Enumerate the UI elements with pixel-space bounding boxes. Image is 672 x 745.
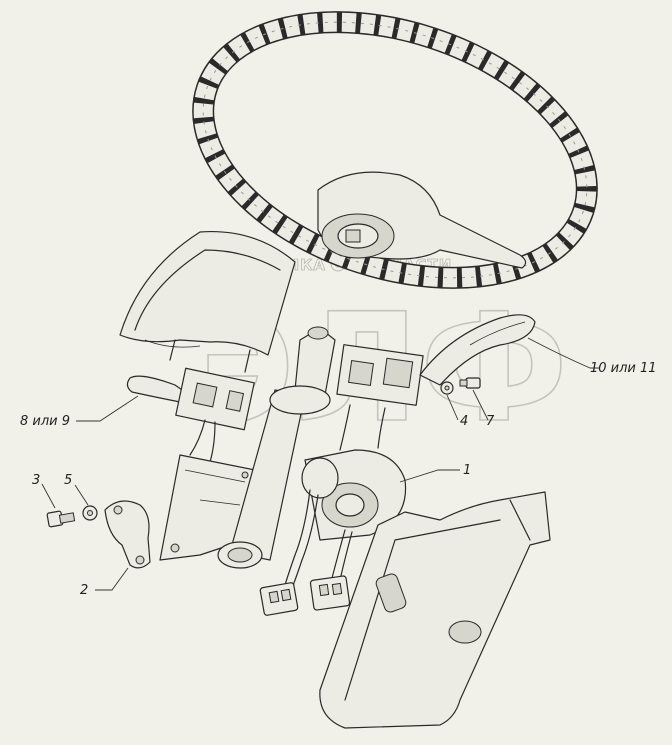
clamp-bracket [104,500,151,569]
leader-8-9 [76,395,139,422]
right-switch-lever [419,314,536,386]
leader-1 [399,469,460,483]
label-3: 3 [32,473,40,488]
right-switch-assembly [336,344,424,451]
label-10-11: 10 или 11 [590,361,657,376]
upper-column-shroud [119,230,296,373]
washer [82,505,98,521]
small-washer [440,381,454,395]
ignition-switch [301,449,407,541]
screw [46,510,76,528]
label-8-9: 8 или 9 [20,414,70,429]
wire-harness-left [259,489,319,616]
leader-3 [41,483,56,509]
leader-10-11 [527,337,600,369]
wire-harness-right [309,529,353,611]
leader-5 [74,484,89,506]
small-screw [459,377,481,389]
leader-4 [446,394,459,421]
leader-7 [472,389,489,421]
label-5: 5 [64,473,72,488]
label-7: 7 [486,414,495,429]
label-2: 2 [80,583,88,598]
steering-shaft-tube [217,326,336,569]
lower-column-shroud [319,491,551,729]
label-4: 4 [460,414,468,429]
steering-wheel [192,11,598,289]
left-switch-lever [126,367,255,463]
leader-lines [41,337,600,591]
label-1: 1 [463,463,471,478]
leader-2 [95,567,129,591]
